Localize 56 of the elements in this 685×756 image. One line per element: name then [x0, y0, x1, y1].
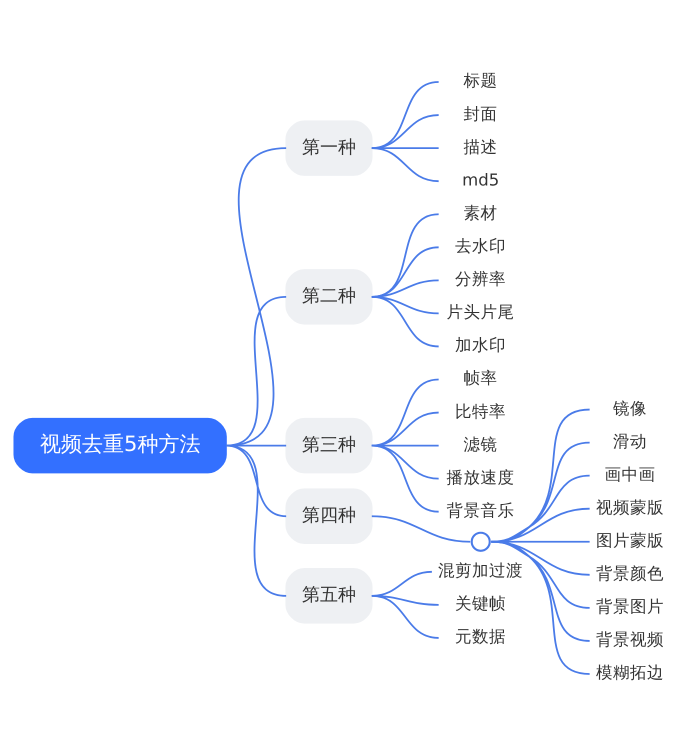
node-text: md5	[462, 170, 500, 190]
connector	[372, 147, 439, 150]
node-box: 第三种	[285, 418, 373, 474]
node-text: 镜像	[613, 398, 648, 418]
node-text: 模糊拓边	[596, 663, 664, 682]
connector	[226, 147, 286, 446]
node-text: 背景视频	[596, 630, 664, 650]
connector	[372, 594, 439, 639]
connector	[491, 474, 590, 543]
connector	[372, 444, 439, 513]
connector	[491, 540, 590, 675]
node-text: 关键帧	[455, 594, 506, 614]
node-box: 视频去重5种方法	[13, 418, 227, 474]
connector	[372, 412, 439, 446]
node-box: 第一种	[285, 120, 373, 176]
connector	[372, 114, 439, 150]
connector	[491, 408, 590, 543]
node-text: 元数据	[455, 627, 506, 646]
node-box: 第二种	[285, 269, 373, 325]
connector	[226, 444, 286, 597]
node-text: 滑动	[613, 432, 648, 451]
node-text: 封面	[464, 104, 498, 124]
node-text: 素材	[464, 203, 498, 222]
node-text: 片头片尾	[446, 302, 515, 322]
node-text: 分辨率	[455, 270, 506, 289]
connector	[372, 378, 439, 446]
node-text: 滤镜	[464, 434, 498, 454]
node-text: 视频蒙版	[596, 498, 664, 517]
node-text: 背景音乐	[446, 500, 515, 520]
node-box: 第四种	[285, 488, 373, 544]
connector	[372, 296, 439, 348]
node-circle	[470, 532, 491, 552]
node-text: 描述	[464, 137, 498, 156]
connector	[372, 81, 439, 150]
connector	[372, 444, 439, 480]
node-text: 去水印	[455, 236, 506, 256]
node-text: 图片蒙版	[596, 530, 664, 550]
connector	[372, 444, 439, 447]
connector	[372, 147, 439, 182]
node-text: 画中画	[604, 464, 656, 484]
connector	[491, 540, 590, 642]
node-box: 第五种	[285, 568, 373, 624]
connector	[372, 515, 470, 543]
connector	[491, 442, 590, 543]
connector	[226, 296, 286, 446]
node-text: 背景颜色	[596, 564, 664, 584]
connector	[226, 444, 286, 447]
node-text: 比特率	[455, 402, 506, 421]
node-text: 播放速度	[446, 468, 515, 487]
node-text: 加水印	[455, 336, 506, 355]
connector	[491, 540, 590, 609]
connector	[226, 444, 286, 518]
node-text: 混剪加过渡	[438, 561, 524, 580]
node-text: 帧率	[464, 368, 498, 388]
node-text: 背景图片	[596, 597, 664, 616]
node-text: 标题	[464, 71, 498, 90]
